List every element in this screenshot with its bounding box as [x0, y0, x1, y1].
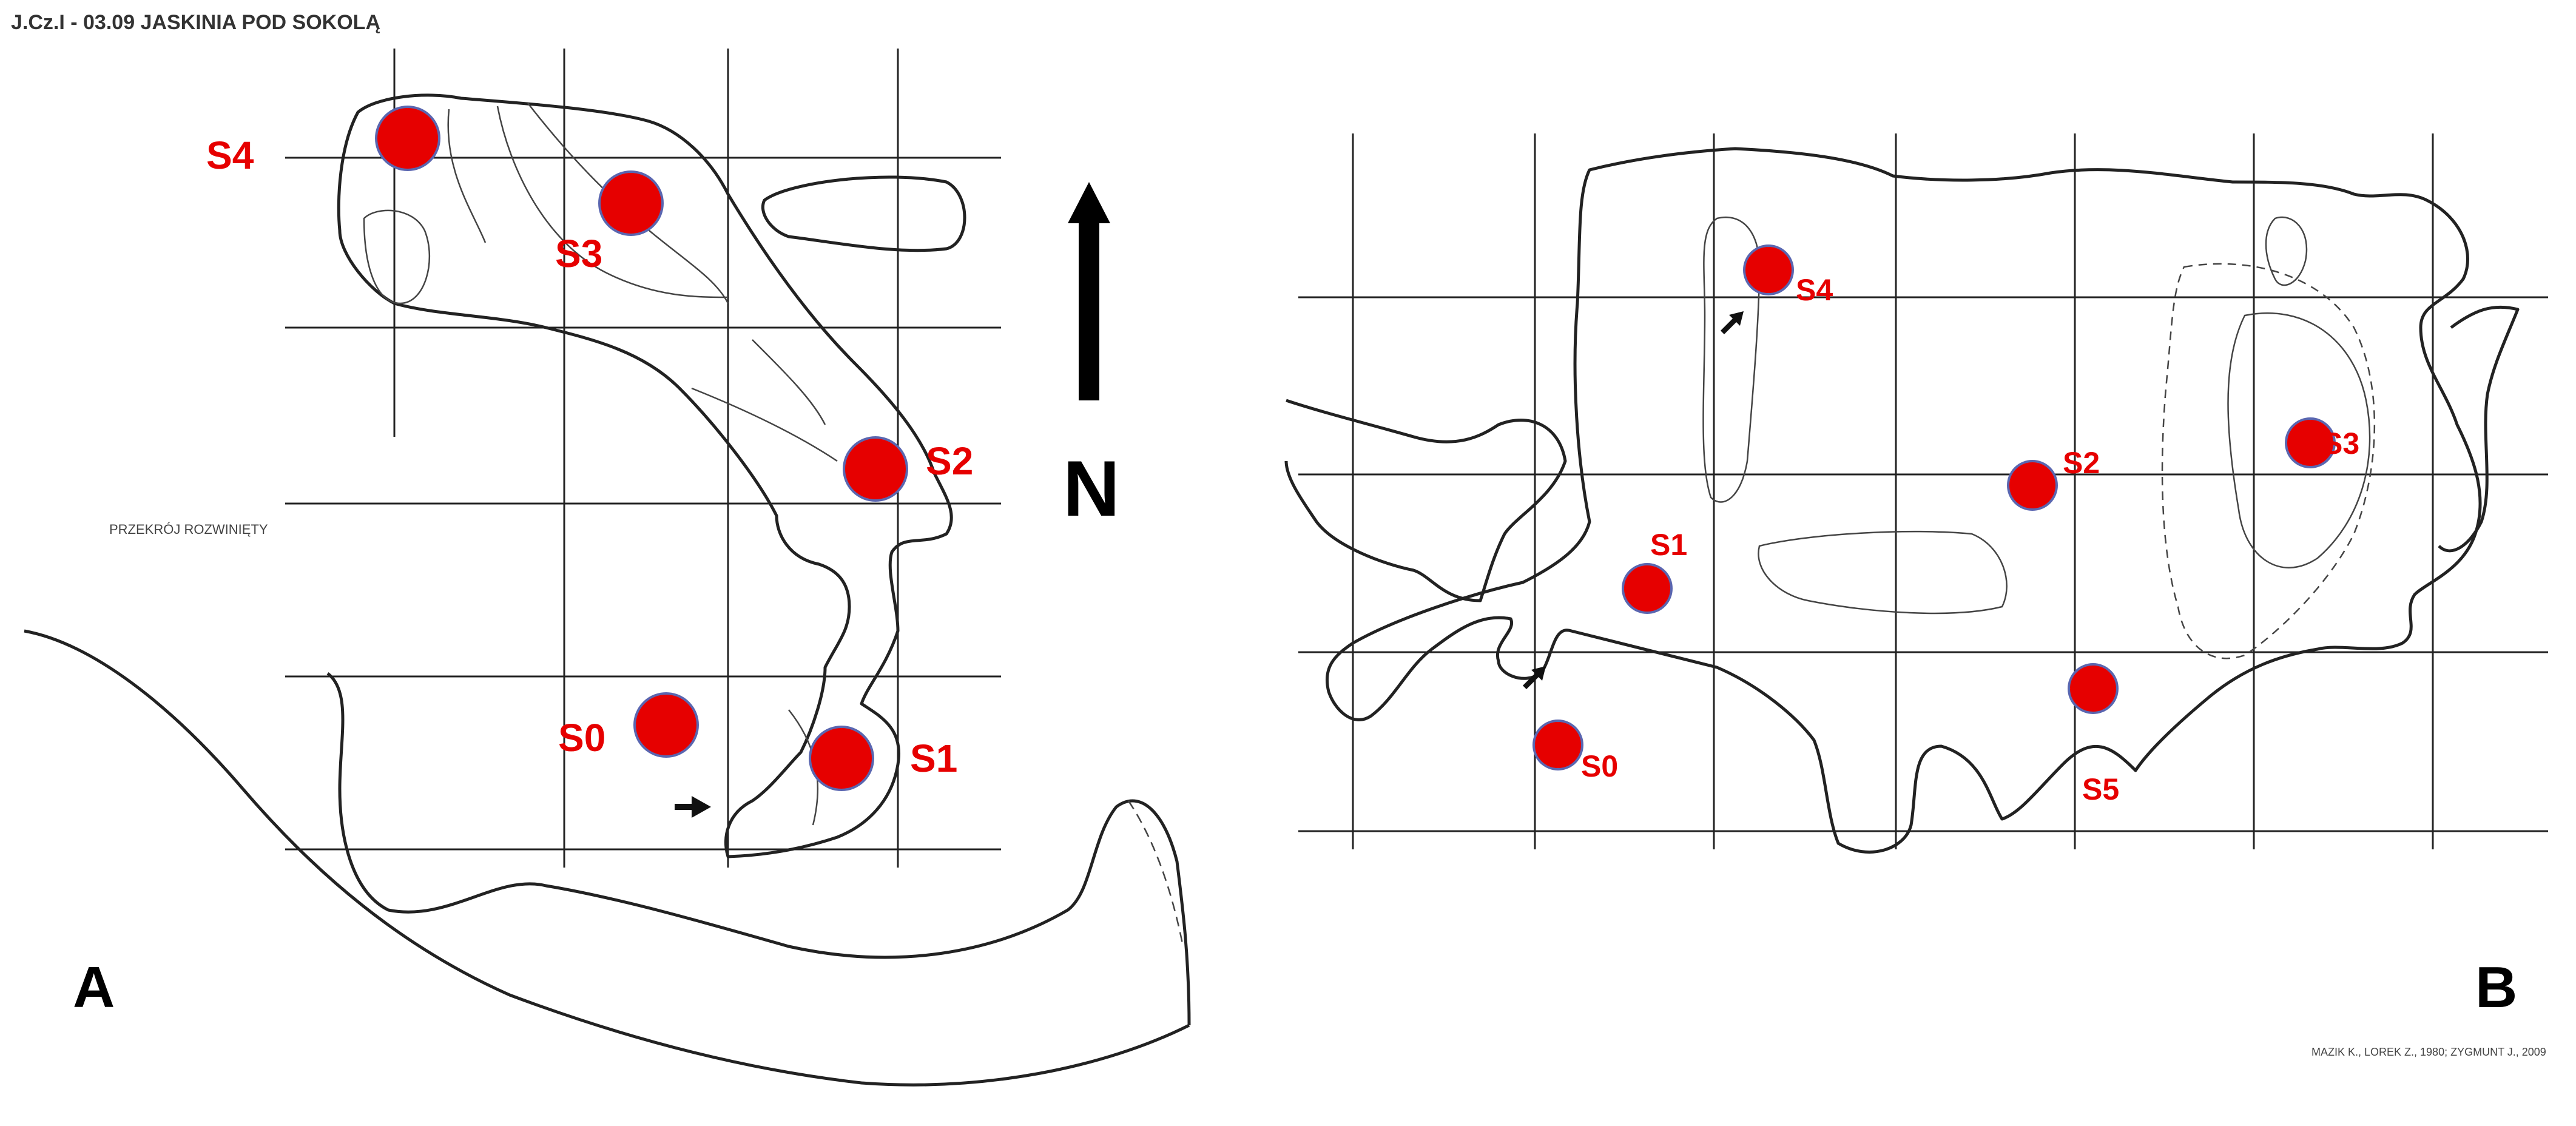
panel-b-label: B [2475, 955, 2517, 1020]
panel-a-site-label: S0 [558, 716, 605, 760]
panel-a-block [761, 175, 966, 252]
panel-a-section-ceiling [326, 672, 1191, 1026]
north-label: N [1063, 444, 1120, 533]
panel-b-site-label: S2 [2063, 446, 2100, 480]
map-credit: MAZIK K., LOREK Z., 1980; ZYGMUNT J., 20… [2311, 1046, 2546, 1058]
panel-a-contour-3 [447, 109, 487, 243]
panel-a-site-marker [598, 170, 664, 236]
section-label: PRZEKRÓJ ROZWINIĘTY [109, 522, 268, 537]
panel-b-west-passage [1284, 399, 1567, 602]
map-header: J.Cz.I - 03.09 JASKINIA POD SOKOLĄ [11, 11, 380, 34]
panel-b-inner-chamber-2 [2161, 263, 2376, 659]
panel-a-contour-5 [691, 387, 838, 462]
panel-b-site-label: S1 [1650, 528, 1687, 562]
panel-a-contour-2 [496, 106, 729, 298]
panel-b-site-marker [2285, 417, 2336, 468]
panel-b-site-label: S3 [2322, 426, 2359, 460]
panel-a-label: A [73, 955, 115, 1020]
panel-b-site-label: S5 [2082, 772, 2119, 806]
panel-b-site-marker [2068, 663, 2119, 714]
panel-b-inner-chamber-1 [1758, 530, 2008, 615]
panel-b: S4 S2 S3 S1 S0 S5 B MAZIK K., LOREK Z., … [1284, 133, 2548, 1058]
panel-a-site-marker [375, 106, 440, 171]
panel-b-entrance-arrow [1523, 666, 1546, 689]
panel-b-site-label: S4 [1796, 273, 1833, 307]
panel-a-cave-plan [337, 93, 953, 858]
panel-a-section-dash [1127, 800, 1184, 947]
panel-a-site-label: S3 [555, 232, 602, 275]
panel-a-inner-chamber [363, 209, 430, 305]
panel-a-section-profile [24, 629, 1190, 1087]
panel-a-site-label: S4 [206, 133, 254, 177]
panel-b-east-passage [2438, 305, 2520, 553]
panel-b-grid [1298, 133, 2548, 849]
panel-a-site-label: S1 [910, 737, 957, 780]
panel-b-inner-void [2265, 216, 2308, 286]
panel-a-site-marker [633, 692, 699, 758]
panel-b-cave-plan [1325, 147, 2482, 854]
panel-b-site-marker [1743, 244, 1794, 295]
panel-a-site-marker [809, 726, 874, 791]
panel-a: J.Cz.I - 03.09 JASKINIA POD SOKOLĄ PRZE [11, 11, 1191, 1087]
panel-b-site-marker [1622, 563, 1673, 614]
panel-b-entrance-arrow [1721, 311, 1744, 334]
north-arrow [1068, 182, 1110, 400]
panel-b-site-marker [2007, 460, 2058, 511]
panel-a-entrance-arrow [675, 796, 711, 818]
panel-a-site-label: S2 [926, 439, 973, 483]
panel-b-site-label: S0 [1581, 749, 1618, 783]
panel-b-site-marker [1532, 720, 1583, 770]
panel-b-inner-chamber-3 [2227, 312, 2371, 568]
panel-a-contour-4 [752, 339, 826, 425]
panel-a-site-marker [843, 436, 908, 502]
